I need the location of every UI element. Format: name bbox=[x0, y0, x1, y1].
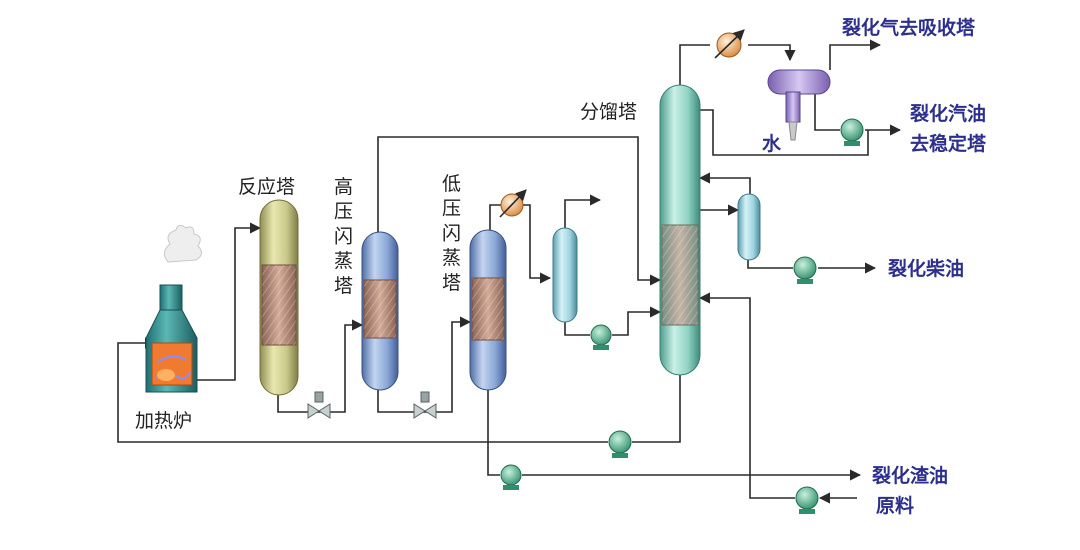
heat-exchanger-1 bbox=[499, 189, 527, 218]
low-pressure-flash-tower bbox=[469, 229, 507, 391]
heating-furnace bbox=[145, 224, 202, 393]
hp-flash-label: 高压闪蒸塔 bbox=[334, 176, 353, 297]
feedstock-label: 原料 bbox=[876, 494, 914, 517]
water-label: 水 bbox=[762, 133, 782, 155]
pump-drum bbox=[590, 324, 612, 350]
reactor-tower bbox=[259, 199, 299, 396]
lp-flash-label: 低压闪蒸塔 bbox=[442, 173, 461, 294]
to-stabilizer-label: 去稳定塔 bbox=[910, 132, 987, 155]
pump-residue bbox=[500, 464, 522, 490]
pump-feed bbox=[795, 486, 819, 514]
piping bbox=[117, 39, 902, 504]
valve-2 bbox=[413, 391, 437, 419]
cracked-gasoline-label: 裂化汽油 bbox=[910, 102, 986, 125]
pump-recycle bbox=[608, 430, 632, 458]
pump-diesel bbox=[793, 256, 817, 284]
cracked-residue-label: 裂化渣油 bbox=[872, 464, 948, 487]
furnace-label: 加热炉 bbox=[135, 410, 192, 432]
side-stripper bbox=[737, 193, 761, 261]
condenser-drum bbox=[767, 69, 831, 141]
reactor-label: 反应塔 bbox=[238, 176, 295, 198]
valve-1 bbox=[307, 391, 331, 419]
heat-exchanger-2 bbox=[714, 29, 745, 59]
high-pressure-flash-tower bbox=[361, 231, 399, 391]
cracked-diesel-label: 裂化柴油 bbox=[888, 257, 964, 280]
cracked-gas-label: 裂化气去吸收塔 bbox=[842, 16, 976, 39]
separator-drum bbox=[552, 227, 578, 323]
pump-gasoline bbox=[840, 118, 864, 146]
fractionator-label: 分馏塔 bbox=[580, 101, 637, 123]
fractionation-tower bbox=[659, 84, 701, 376]
